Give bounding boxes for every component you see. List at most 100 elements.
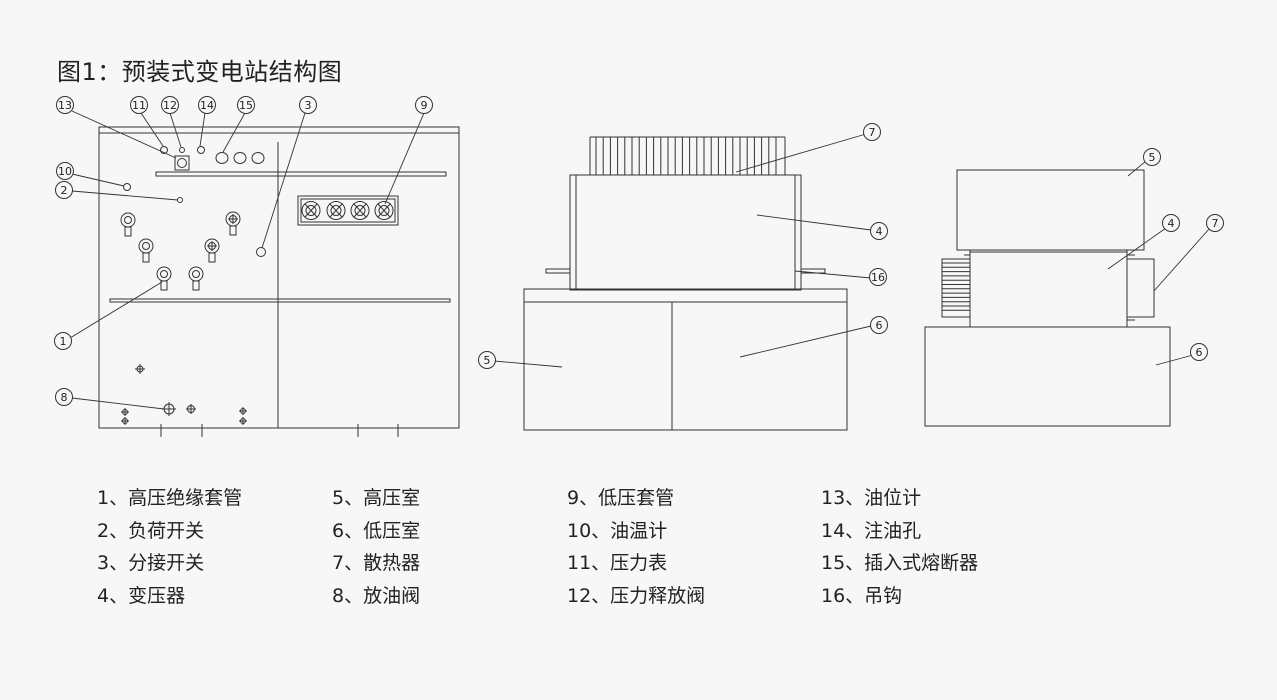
lv-bushings (297, 195, 399, 226)
figure-title: 图1：预装式变电站结构图 (57, 58, 343, 86)
callout-number: 12 (163, 99, 177, 112)
transformer-tank (569, 174, 802, 291)
mid-bar (109, 298, 451, 303)
legend-item: 4、变压器 (97, 584, 186, 607)
callout-number: 4 (876, 225, 883, 238)
callout-number: 10 (58, 165, 72, 178)
callout-number: 6 (1196, 346, 1203, 359)
callout-circle (55, 388, 73, 406)
legend-item: 16、吊钩 (821, 584, 903, 607)
crosshair-icon (239, 407, 247, 415)
callout-number: 7 (1212, 217, 1219, 230)
legend-item: 7、散热器 (332, 552, 421, 574)
lower-fittings (121, 364, 399, 437)
base-cabinet (523, 301, 848, 431)
legend-column-2: 5、高压室 6、低压室 7、散热器 8、放油阀 (332, 482, 420, 612)
callout-number: 1 (60, 335, 67, 348)
callout-circle (55, 181, 73, 199)
fuse-3-icon (251, 152, 265, 164)
crosshair-icon (121, 417, 129, 425)
hv-bushing-icon (138, 238, 154, 263)
callout-circle (56, 96, 74, 114)
oil-thermometer-icon (123, 183, 131, 191)
pressure-gauge-icon (160, 146, 168, 154)
fuse-2-icon (233, 152, 247, 164)
drain-valve-icon (162, 402, 176, 416)
hv-bushing-icon (188, 266, 204, 291)
crosshair-icon (186, 404, 196, 414)
lv-bushing-icon (326, 201, 346, 220)
hv-bushing-icon (156, 266, 172, 291)
callout-circle (237, 96, 255, 114)
legend-item: 9、低压套管 (567, 487, 675, 509)
legend-item: 2、负荷开关 (97, 519, 205, 542)
callout-number: 11 (132, 99, 146, 112)
callout-number: 2 (61, 184, 68, 197)
lv-bushing-frame (297, 195, 399, 226)
crosshair-icon (121, 408, 129, 416)
callout-number: 4 (1168, 217, 1175, 230)
hv-bushing-icon (204, 238, 220, 263)
callout-circle (56, 162, 74, 180)
callout-circle (1190, 343, 1208, 361)
crosshair-icon (135, 364, 145, 374)
callout-circle (869, 268, 887, 286)
oil-filling-hole-icon (197, 146, 205, 154)
callout-number: 5 (1149, 151, 1156, 164)
callout-number: 9 (421, 99, 428, 112)
legend-item: 13、油位计 (821, 487, 922, 509)
lifting-hook-left (545, 268, 571, 274)
side-view (523, 136, 848, 431)
legend-item: 10、油温计 (567, 519, 668, 542)
callout-circle (863, 123, 881, 141)
callout-number: 5 (484, 354, 491, 367)
base-top-band (523, 288, 848, 303)
load-switch-icon (177, 197, 183, 203)
end-view (924, 169, 1171, 427)
callout-number: 15 (239, 99, 253, 112)
legend-item: 6、低压室 (332, 519, 421, 542)
callout-circle (54, 332, 72, 350)
callout-number: 6 (876, 319, 883, 332)
crosshair-icon (239, 417, 247, 425)
end-radiator (941, 258, 971, 318)
callout-circle (130, 96, 148, 114)
legend-item: 5、高压室 (332, 487, 421, 509)
transformer-body (969, 249, 1128, 328)
callout-circle (299, 96, 317, 114)
end-side-box (1126, 258, 1155, 318)
callout-circle (198, 96, 216, 114)
legend-item: 8、放油阀 (332, 584, 421, 607)
oil-level-gauge-icon (174, 155, 190, 171)
radiator-fins (589, 136, 786, 175)
hv-bushing-icon (120, 212, 136, 237)
lv-bushing-icon (374, 201, 394, 220)
legend-item: 14、注油孔 (821, 519, 922, 542)
lv-bushing-icon (301, 201, 321, 220)
legend-item: 1、高压绝缘套管 (97, 487, 243, 509)
legend-column-4: 13、油位计 14、注油孔 15、插入式熔断器 16、吊钩 (821, 482, 978, 612)
lv-bushing-icon (350, 201, 370, 220)
end-base (924, 326, 1171, 427)
upper-shelf (155, 171, 447, 177)
legend-column-3: 9、低压套管 10、油温计 11、压力表 12、压力释放阀 (567, 482, 705, 612)
callout-number: 3 (305, 99, 312, 112)
hv-bushing-icon (225, 211, 241, 236)
callout-number: 16 (871, 271, 885, 284)
legend-item: 11、压力表 (567, 552, 668, 574)
pressure-relief-valve-icon (179, 147, 185, 153)
callout-circle (161, 96, 179, 114)
leader-lines (69, 110, 1210, 410)
callout-circle (1143, 148, 1161, 166)
front-cabinet-outline (98, 126, 460, 429)
legend-column-1: 1、高压绝缘套管 2、负荷开关 3、分接开关 4、变压器 (97, 482, 242, 612)
callout-circle (1206, 214, 1224, 232)
callout-circle (1162, 214, 1180, 232)
callout-circle (478, 351, 496, 369)
callout-circle (870, 222, 888, 240)
callout-number: 7 (869, 126, 876, 139)
front-view (98, 126, 460, 437)
